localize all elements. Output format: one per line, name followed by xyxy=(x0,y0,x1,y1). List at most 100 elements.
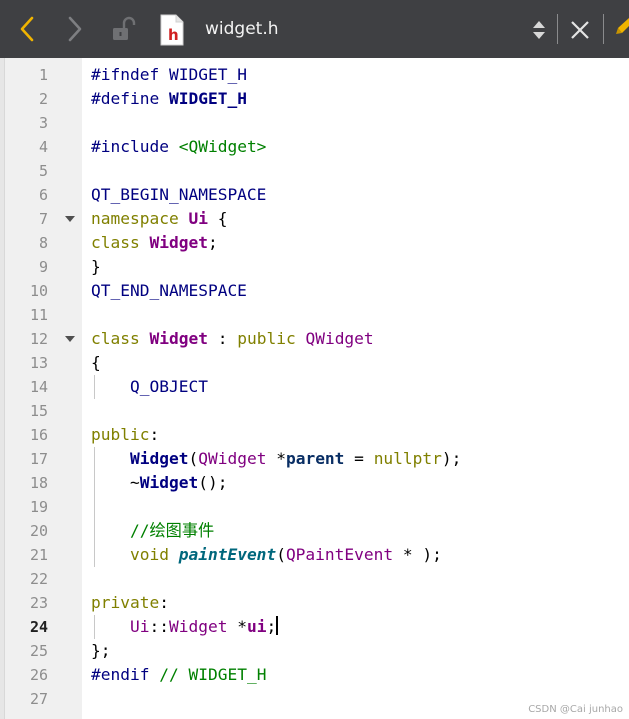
code-line[interactable]: { xyxy=(91,351,101,375)
line-number[interactable]: 27 xyxy=(29,690,48,708)
code-line[interactable]: }; xyxy=(91,639,111,663)
code-line[interactable]: //绘图事件 xyxy=(91,519,214,543)
file-type-icon: h xyxy=(158,14,186,46)
code-token: * ); xyxy=(393,545,442,564)
toolbar-separator xyxy=(603,14,604,44)
line-number[interactable]: 26 xyxy=(29,666,48,684)
line-number[interactable]: 9 xyxy=(38,258,48,276)
unlocked-icon xyxy=(113,16,136,40)
split-button[interactable] xyxy=(608,14,629,44)
line-number[interactable]: 3 xyxy=(38,114,48,132)
code-token: Widget xyxy=(149,233,208,252)
code-line[interactable]: private: xyxy=(91,591,169,615)
code-token: Ui xyxy=(188,209,208,228)
toolbar-separator xyxy=(557,14,558,44)
line-number[interactable]: 12 xyxy=(29,330,48,348)
chevron-left-icon xyxy=(20,16,34,42)
code-line[interactable]: class Widget : public QWidget xyxy=(91,327,374,351)
back-button[interactable] xyxy=(10,14,44,44)
line-number[interactable]: 7 xyxy=(38,210,48,228)
document-dropdown-button[interactable] xyxy=(528,16,550,44)
code-token: namespace xyxy=(91,209,189,228)
line-number[interactable]: 16 xyxy=(29,426,48,444)
code-token: ui xyxy=(246,617,267,636)
line-number[interactable]: 19 xyxy=(29,498,48,516)
line-number[interactable]: 13 xyxy=(29,354,48,372)
code-token: ~ xyxy=(91,473,140,492)
code-line[interactable]: } xyxy=(91,255,101,279)
code-token xyxy=(91,617,130,636)
gutter-edge xyxy=(0,58,5,719)
code-token: #define xyxy=(91,89,169,108)
line-number[interactable]: 5 xyxy=(38,162,48,180)
code-token: :: xyxy=(149,617,169,636)
line-number[interactable]: 15 xyxy=(29,402,48,420)
line-number[interactable]: 21 xyxy=(29,546,48,564)
code-token: QWidget xyxy=(198,449,267,468)
code-token: : xyxy=(149,425,160,444)
code-token: class xyxy=(91,329,150,348)
code-token: WIDGET_H xyxy=(168,65,247,84)
code-token: class xyxy=(91,233,150,252)
line-number[interactable]: 4 xyxy=(38,138,48,156)
code-token: paintEvent xyxy=(178,545,277,564)
line-number[interactable]: 11 xyxy=(29,306,48,324)
code-token: //绘图事件 xyxy=(91,521,215,540)
line-number[interactable]: 17 xyxy=(29,450,48,468)
code-line[interactable]: ~Widget(); xyxy=(91,471,228,495)
code-token: void xyxy=(91,545,179,564)
code-line[interactable]: #ifndef WIDGET_H xyxy=(91,63,247,87)
code-token: }; xyxy=(91,641,111,660)
code-token: public xyxy=(237,329,306,348)
indent-guide xyxy=(94,375,95,399)
code-token: #ifndef xyxy=(91,65,169,84)
code-line[interactable]: #endif // WIDGET_H xyxy=(91,663,266,687)
lock-button[interactable] xyxy=(108,14,138,44)
line-number[interactable]: 6 xyxy=(38,186,48,204)
document-filename[interactable]: widget.h xyxy=(205,19,279,39)
line-number[interactable]: 18 xyxy=(29,474,48,492)
code-token: // WIDGET_H xyxy=(159,665,267,684)
code-line[interactable]: void paintEvent(QPaintEvent * ); xyxy=(91,543,442,567)
close-document-button[interactable] xyxy=(565,16,595,44)
code-line[interactable]: Widget(QWidget *parent = nullptr); xyxy=(91,447,461,471)
line-number[interactable]: 23 xyxy=(29,594,48,612)
line-number[interactable]: 1 xyxy=(38,66,48,84)
code-token: Widget xyxy=(149,329,208,348)
forward-button[interactable] xyxy=(58,14,92,44)
line-number[interactable]: 8 xyxy=(38,234,48,252)
fold-toggle-icon[interactable] xyxy=(65,216,75,222)
line-number[interactable]: 22 xyxy=(29,570,48,588)
code-token: QWidget xyxy=(305,329,374,348)
watermark: CSDN @Cai junhao xyxy=(528,704,623,715)
code-token: : xyxy=(159,593,169,612)
code-line[interactable]: #define WIDGET_H xyxy=(91,87,247,111)
code-line[interactable]: QT_END_NAMESPACE xyxy=(91,279,247,303)
line-number[interactable]: 20 xyxy=(29,522,48,540)
code-token: Widget xyxy=(139,473,199,492)
file-type-letter: h xyxy=(168,26,179,44)
code-line[interactable]: class Widget; xyxy=(91,231,218,255)
indent-guide xyxy=(94,615,95,639)
code-token: (); xyxy=(198,473,228,492)
line-number[interactable]: 25 xyxy=(29,642,48,660)
code-token: <QWidget> xyxy=(178,137,267,156)
code-line[interactable]: #include <QWidget> xyxy=(91,135,266,159)
code-line[interactable]: Ui::Widget *ui; xyxy=(91,615,279,639)
line-number[interactable]: 10 xyxy=(29,282,48,300)
line-number[interactable]: 2 xyxy=(38,90,48,108)
code-token: : xyxy=(207,329,238,348)
code-token: Widget xyxy=(129,449,189,468)
line-number[interactable]: 14 xyxy=(29,378,48,396)
code-token: parent xyxy=(285,449,345,468)
line-number[interactable]: 24 xyxy=(29,618,48,636)
code-token: ( xyxy=(188,449,199,468)
code-line[interactable]: public: xyxy=(91,423,159,447)
code-line[interactable]: Q_OBJECT xyxy=(91,375,208,399)
pencil-icon xyxy=(616,18,629,34)
fold-toggle-icon[interactable] xyxy=(65,336,75,342)
code-line[interactable]: QT_BEGIN_NAMESPACE xyxy=(91,183,266,207)
code-line[interactable]: namespace Ui { xyxy=(91,207,227,231)
